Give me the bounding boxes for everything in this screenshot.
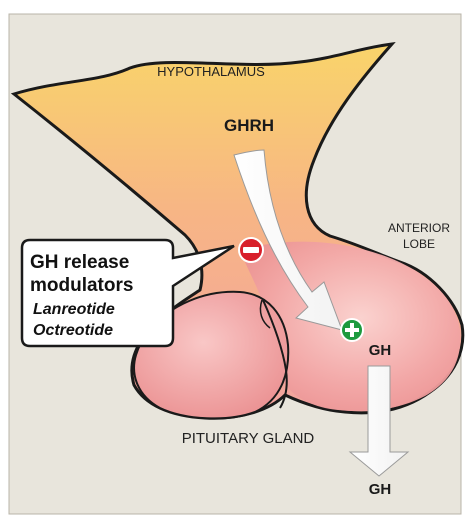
callout-title-line1: GH release	[30, 252, 129, 273]
anterior-lobe-label-line2: LOBE	[403, 237, 435, 251]
ghrh-label: GHRH	[224, 116, 274, 135]
callout-title-line2: modulators	[30, 275, 133, 296]
callout-drug-octreotide: Octreotide	[33, 322, 113, 339]
pituitary-gland-label: PITUITARY GLAND	[182, 430, 315, 447]
hypothalamus-label: HYPOTHALAMUS	[157, 64, 265, 79]
anterior-lobe-label-line1: ANTERIOR	[388, 221, 450, 235]
gh-label-mid: GH	[369, 342, 392, 359]
plus-icon	[341, 319, 363, 341]
callout-drug-lanreotide: Lanreotide	[33, 301, 115, 318]
gh-label-bottom: GH	[369, 481, 392, 498]
minus-icon	[239, 238, 263, 262]
